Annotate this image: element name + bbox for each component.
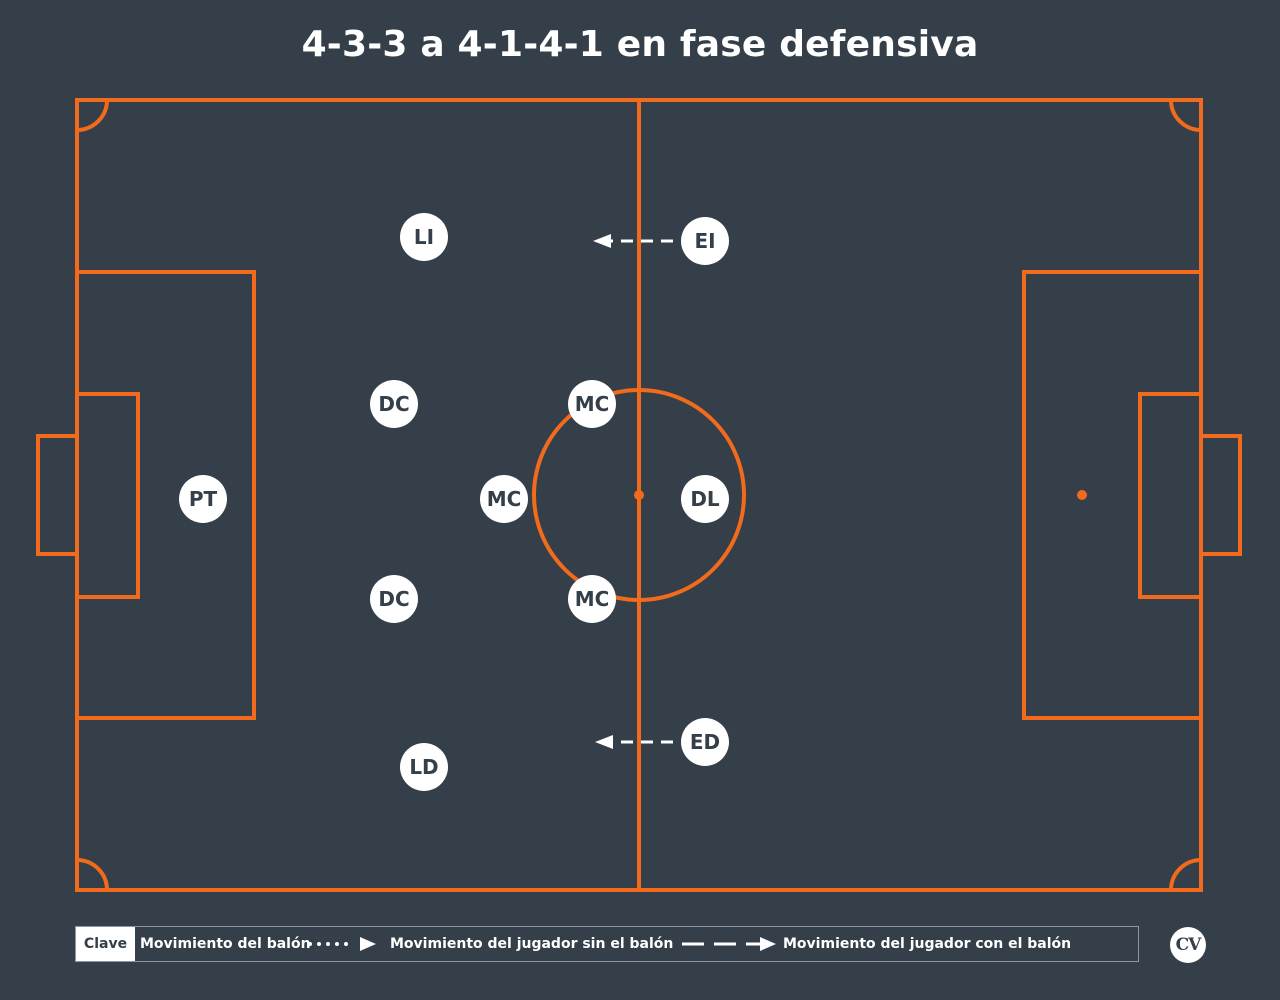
dotted-arrow-icon (308, 937, 376, 951)
ed-movement-arrow-head (595, 735, 613, 749)
corner-arc-top-right (1169, 99, 1202, 132)
center-circle (532, 388, 746, 602)
player-dl: DL (681, 475, 729, 523)
player-ei: EI (681, 217, 729, 265)
player-mc-center: MC (480, 475, 528, 523)
corner-arc-top-left (76, 99, 109, 132)
player-mc-bottom: MC (568, 575, 616, 623)
legend-player-without-ball: Movimiento del jugador sin el balón (390, 936, 674, 952)
left-penalty-area (75, 270, 256, 720)
player-dc-bottom: DC (370, 575, 418, 623)
legend-arrows (308, 937, 776, 951)
legend-player-with-ball: Movimiento del jugador con el balón (783, 936, 1072, 952)
ei-movement-arrow-head (593, 234, 611, 248)
diagram-title: 4-3-3 a 4-1-4-1 en fase defensiva (301, 24, 979, 65)
right-penalty-spot (1077, 490, 1087, 500)
player-ed: ED (681, 718, 729, 766)
player-pt: PT (179, 475, 227, 523)
left-goal (36, 434, 79, 556)
left-goal-area (75, 392, 140, 599)
player-li: LI (400, 213, 448, 261)
center-spot (634, 490, 644, 500)
player-ld: LD (400, 743, 448, 791)
legend-ball-movement: Movimiento del balón (140, 936, 311, 952)
right-penalty-area (1022, 270, 1203, 720)
dashed-arrow-icon (682, 937, 776, 951)
player-dc-top: DC (370, 380, 418, 428)
right-goal-area (1138, 392, 1203, 599)
right-goal (1199, 434, 1242, 556)
corner-arc-bottom-left (76, 858, 109, 891)
legend-key-label: Clave (76, 927, 135, 961)
cv-logo-icon: CV (1170, 927, 1206, 963)
player-mc-top: MC (568, 380, 616, 428)
legend: Clave Movimiento del balón Movimiento de… (75, 926, 1139, 962)
corner-arc-bottom-right (1169, 858, 1202, 891)
